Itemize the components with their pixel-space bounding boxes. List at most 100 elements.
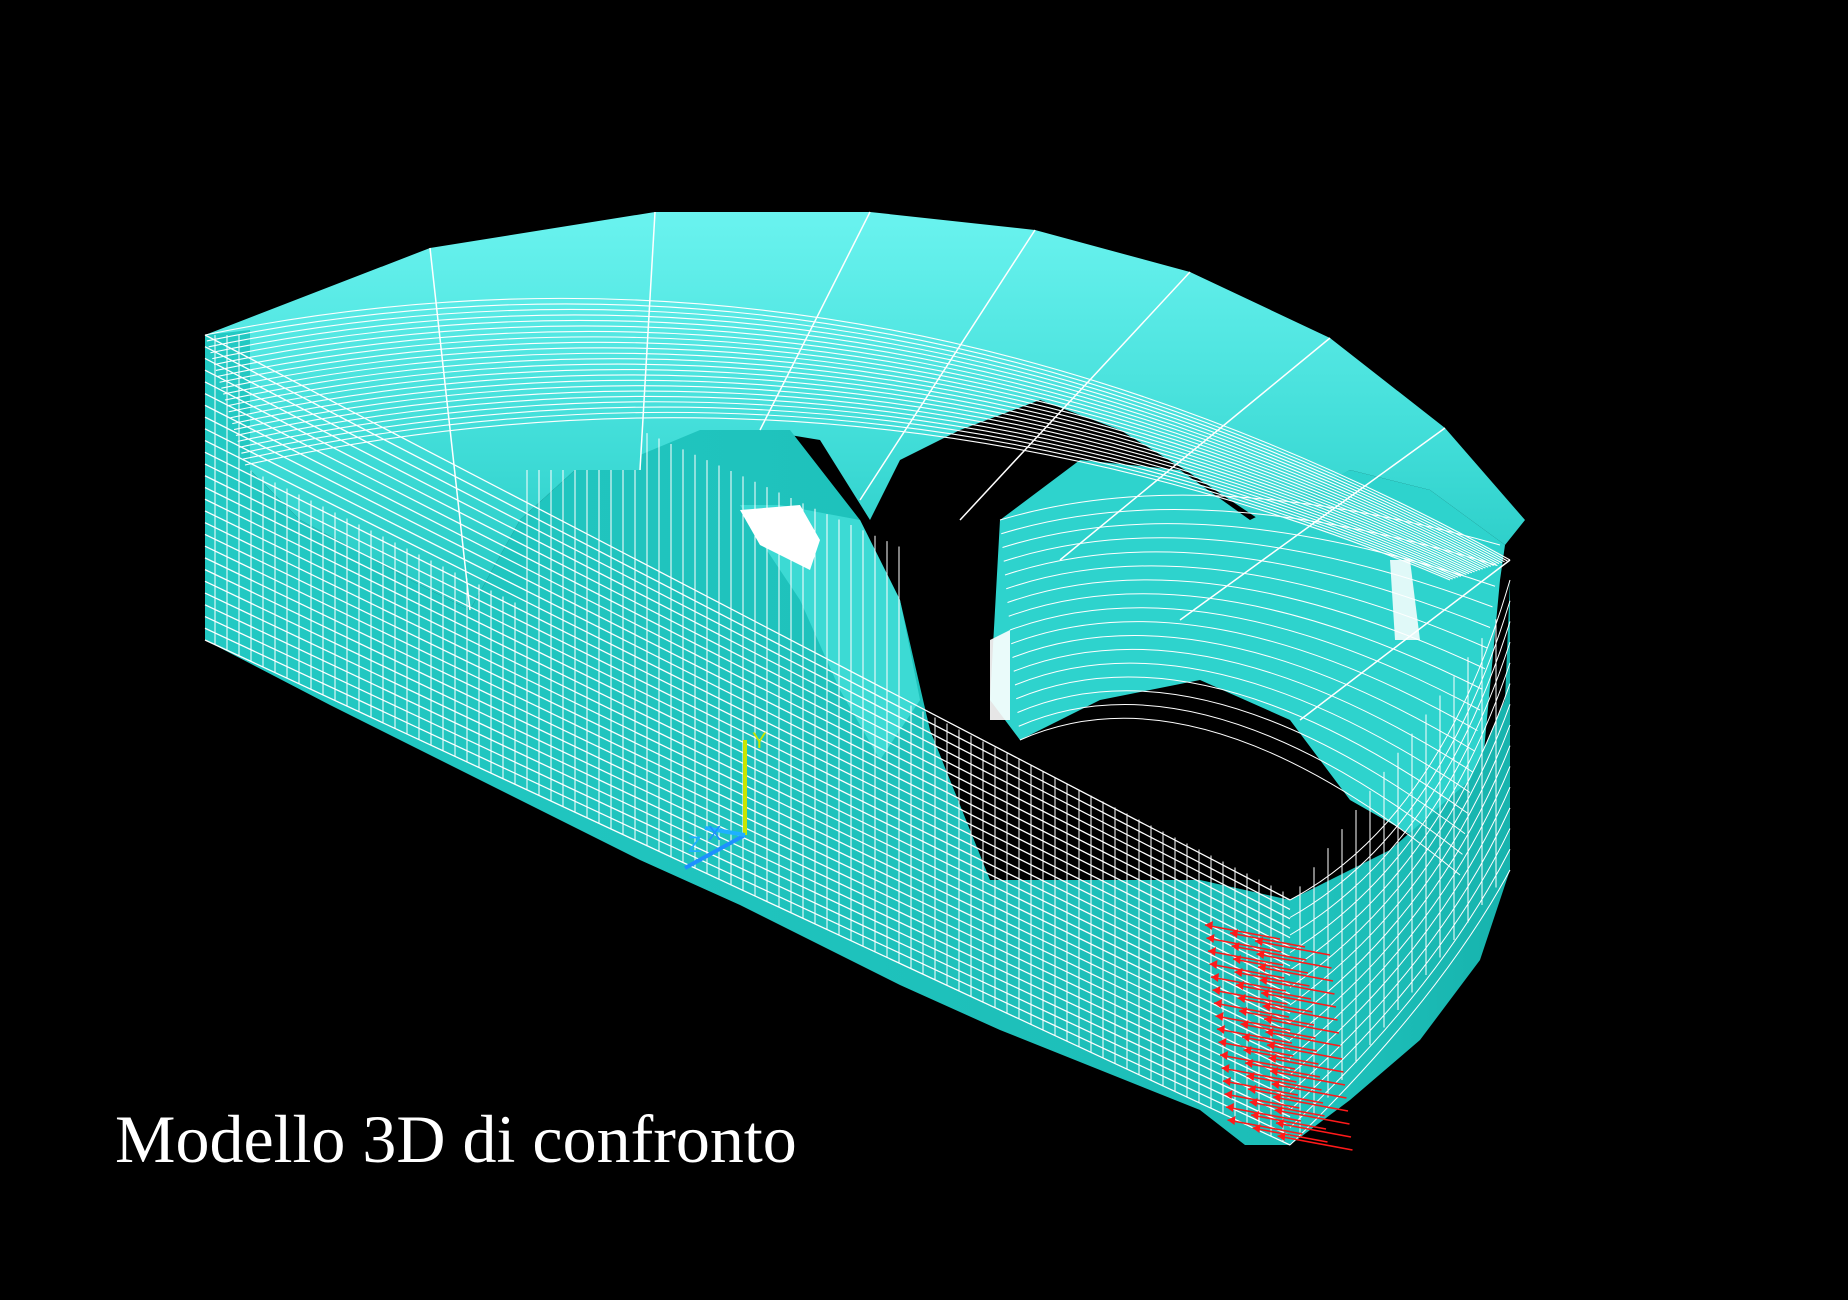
load-arrow-head <box>1206 934 1215 943</box>
load-arrow <box>1225 1106 1302 1122</box>
load-arrow-head <box>1274 1106 1283 1115</box>
load-arrow-head <box>1248 1085 1256 1094</box>
load-arrow-head <box>1209 960 1218 969</box>
load-arrow <box>1259 979 1335 995</box>
load-arrow-head <box>1212 986 1221 995</box>
load-arrow-head <box>1240 1020 1249 1029</box>
load-arrow-head <box>1221 1064 1230 1073</box>
groove-highlight <box>990 630 1010 720</box>
mesh-grid-lines <box>204 211 1511 1146</box>
load-arrow-head <box>1268 1054 1277 1063</box>
load-arrow <box>1234 971 1310 987</box>
top-surface <box>205 212 1525 610</box>
load-arrow-head <box>1259 976 1268 985</box>
load-arrow <box>1215 1015 1291 1031</box>
load-arrow <box>1244 1062 1321 1078</box>
outer-cylinder-face <box>1290 580 1510 1145</box>
load-arrow <box>1256 953 1332 969</box>
load-arrow-head <box>1211 973 1219 982</box>
load-arrow <box>1268 1057 1344 1073</box>
load-arrow <box>1250 1114 1327 1130</box>
load-arrow-head <box>1277 1132 1286 1141</box>
load-arrow-head <box>1237 994 1246 1003</box>
load-arrow <box>1265 1031 1341 1047</box>
load-arrow-head <box>1226 1103 1234 1112</box>
load-arrow <box>1271 1083 1347 1099</box>
load-arrow <box>1277 1135 1353 1151</box>
load-arrow-head <box>1258 963 1266 972</box>
load-arrow-head <box>1215 1012 1224 1021</box>
load-arrow-head <box>1243 1046 1252 1055</box>
load-arrow-head <box>1218 1038 1227 1047</box>
load-arrow-head <box>1265 1028 1274 1037</box>
load-arrow <box>1254 940 1331 956</box>
load-arrow-head <box>1276 1119 1284 1128</box>
load-arrow <box>1246 1075 1322 1091</box>
load-arrow-head <box>1245 1059 1253 1068</box>
load-arrow <box>1252 1127 1328 1143</box>
load-arrow-head <box>1261 989 1269 998</box>
load-arrow-head <box>1256 950 1265 959</box>
load-arrow-head <box>1233 955 1241 964</box>
triad-x-label: X <box>708 823 721 845</box>
load-arrow <box>1235 984 1312 1000</box>
load-arrow <box>1229 932 1306 948</box>
load-arrow <box>1269 1070 1346 1086</box>
load-arrow-head <box>1234 968 1243 977</box>
load-arrow <box>1272 1096 1349 1112</box>
load-arrow <box>1249 1101 1325 1117</box>
load-arrow <box>1210 976 1287 992</box>
load-arrow <box>1224 1093 1300 1109</box>
load-arrow <box>1237 997 1313 1013</box>
load-arrow-head <box>1255 937 1263 946</box>
load-arrow-head <box>1231 942 1240 951</box>
load-arrow <box>1232 958 1309 974</box>
load-arrow <box>1266 1044 1343 1060</box>
load-arrow <box>1227 1119 1303 1135</box>
load-arrow <box>1209 963 1285 979</box>
load-arrow <box>1206 937 1282 953</box>
triad-x-axis <box>684 833 746 870</box>
load-arrow-head <box>1227 1116 1236 1125</box>
load-arrow <box>1274 1109 1350 1125</box>
load-arrow <box>1231 945 1307 961</box>
load-arrow-head <box>1236 981 1244 990</box>
load-arrow-head <box>1224 1090 1233 1099</box>
load-arrow <box>1243 1049 1319 1065</box>
load-arrow-head <box>1264 1015 1272 1024</box>
load-arrow <box>1204 924 1281 940</box>
load-arrow <box>1263 1018 1340 1034</box>
load-arrow <box>1222 1080 1299 1096</box>
load-arrow <box>1247 1088 1324 1104</box>
load-arrows <box>1204 921 1353 1151</box>
central-hole <box>740 505 820 570</box>
load-arrow-head <box>1242 1033 1250 1042</box>
load-arrow <box>1275 1122 1352 1138</box>
load-arrow-head <box>1223 1077 1231 1086</box>
slide-caption: Modello 3D di confronto <box>115 1101 797 1177</box>
load-arrow <box>1221 1067 1297 1083</box>
triad-z-label: Z <box>688 832 701 857</box>
load-arrow <box>1219 1054 1296 1070</box>
load-arrow <box>1262 1005 1338 1021</box>
load-arrow-head <box>1239 1007 1247 1016</box>
load-arrow-head <box>1214 999 1222 1008</box>
load-arrow-head <box>1217 1025 1225 1034</box>
load-arrow-head <box>1246 1072 1255 1081</box>
triad-y-label: Y <box>752 728 767 753</box>
load-arrow <box>1257 966 1334 982</box>
load-arrow-head <box>1267 1041 1275 1050</box>
load-arrow <box>1238 1010 1315 1026</box>
load-arrow-head <box>1205 921 1213 930</box>
load-arrow-head <box>1230 929 1238 938</box>
load-arrow <box>1260 992 1337 1008</box>
load-arrow <box>1218 1041 1294 1057</box>
load-arrow-head <box>1208 947 1216 956</box>
load-arrow-head <box>1220 1051 1228 1060</box>
load-arrow-head <box>1270 1067 1278 1076</box>
load-arrow-head <box>1252 1124 1261 1133</box>
load-arrow-head <box>1273 1093 1281 1102</box>
